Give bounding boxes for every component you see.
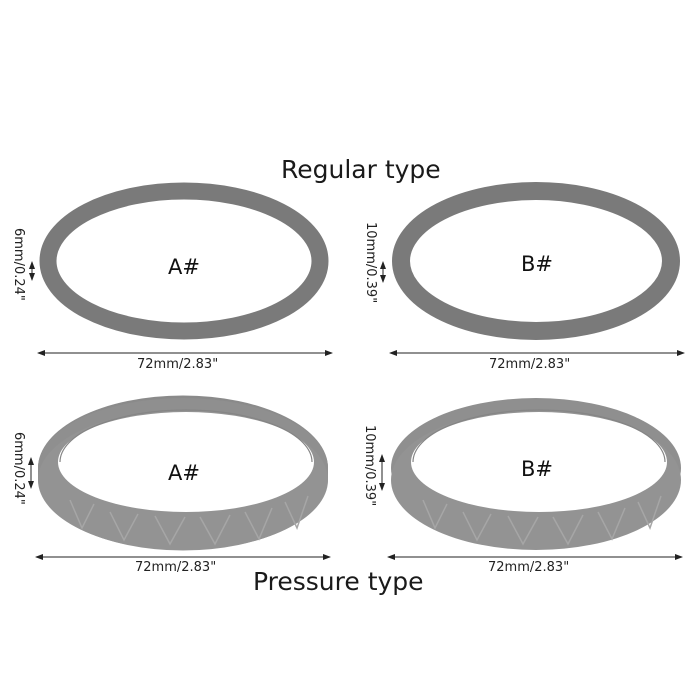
regular-b-label: B# <box>521 252 554 276</box>
pressure-type-title: Pressure type <box>253 567 424 596</box>
pressure-b-label: B# <box>521 457 554 481</box>
regular-ring-a <box>39 182 329 340</box>
regular-b-thickness-dim: 10mm/0.39" <box>363 222 378 304</box>
regular-ring-b <box>392 182 680 340</box>
pressure-b-thickness-dim: 10mm/0.39" <box>362 425 377 507</box>
pressure-ring-b <box>391 398 681 550</box>
pressure-ring-a <box>38 395 328 551</box>
regular-type-title: Regular type <box>281 155 441 184</box>
regular-a-thickness-dim: 6mm/0.24" <box>11 228 26 301</box>
pressure-b-width-dim: 72mm/2.83" <box>488 560 570 575</box>
pressure-a-width-dim: 72mm/2.83" <box>135 560 217 575</box>
pressure-a-label: A# <box>168 461 200 485</box>
regular-a-label: A# <box>168 255 200 279</box>
regular-b-width-dim: 72mm/2.83" <box>489 357 571 372</box>
regular-a-width-dim: 72mm/2.83" <box>137 357 219 372</box>
pressure-a-thickness-dim: 6mm/0.24" <box>11 432 26 505</box>
